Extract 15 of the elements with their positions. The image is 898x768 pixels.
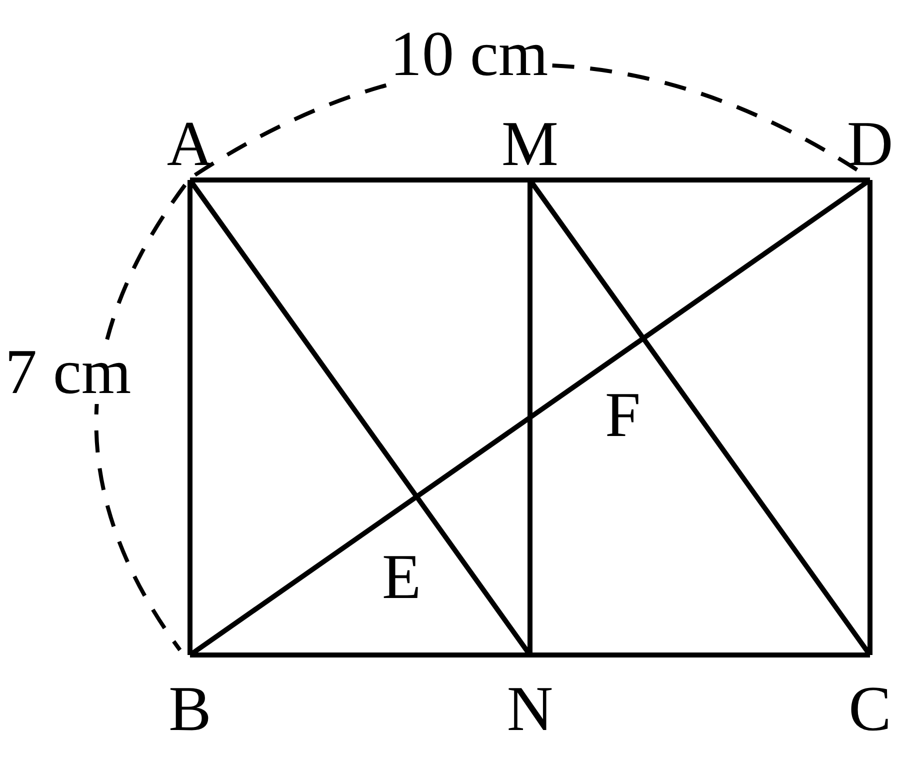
line-segment — [530, 652, 870, 658]
line-segment — [190, 178, 530, 182]
point-label: A — [160, 112, 220, 182]
line-segment — [190, 652, 530, 658]
line-segment — [530, 178, 870, 182]
point-label: N — [500, 653, 560, 741]
point-label: B — [160, 653, 220, 741]
point-label: D — [840, 112, 898, 182]
point-label: E — [382, 545, 422, 609]
line-segment — [188, 180, 192, 655]
line-segment — [868, 180, 872, 655]
point-label: C — [840, 653, 898, 741]
line-segment — [528, 180, 532, 655]
point-label: F — [605, 383, 641, 447]
point-label: M — [500, 112, 560, 182]
